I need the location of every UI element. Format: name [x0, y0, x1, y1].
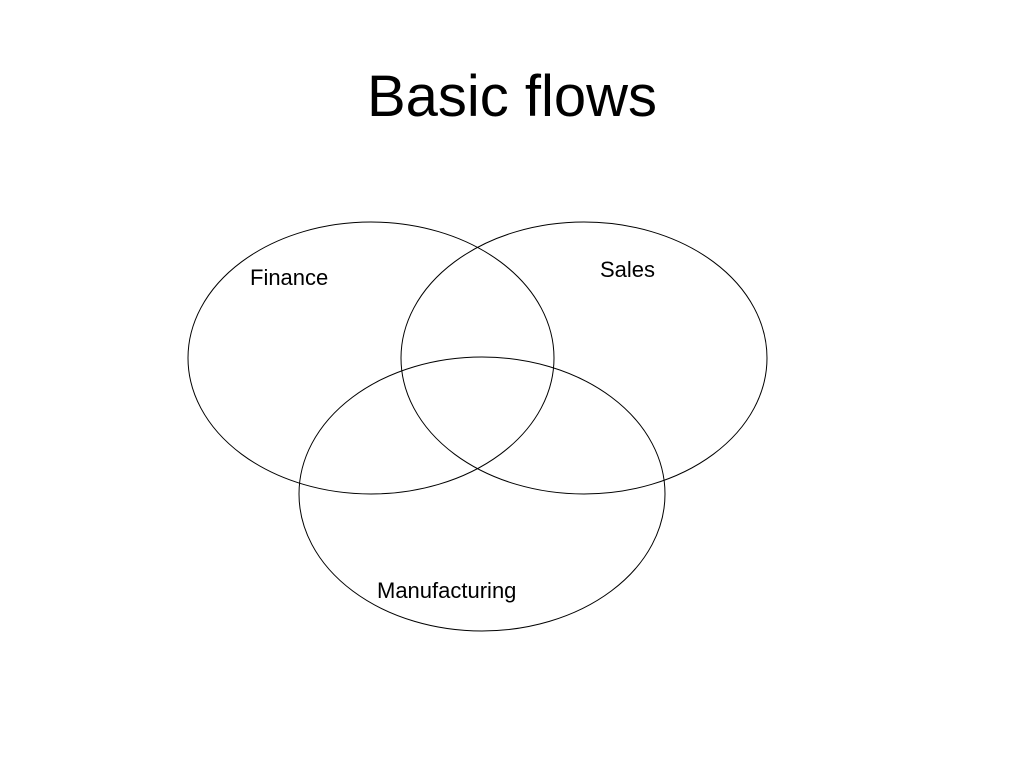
sales-ellipse	[400, 221, 768, 495]
slide-title: Basic flows	[366, 64, 658, 129]
manufacturing-ellipse	[298, 356, 666, 632]
finance-label: Finance	[250, 265, 328, 290]
manufacturing-label: Manufacturing	[377, 578, 516, 603]
sales-label: Sales	[600, 257, 655, 282]
finance-ellipse	[187, 221, 555, 495]
